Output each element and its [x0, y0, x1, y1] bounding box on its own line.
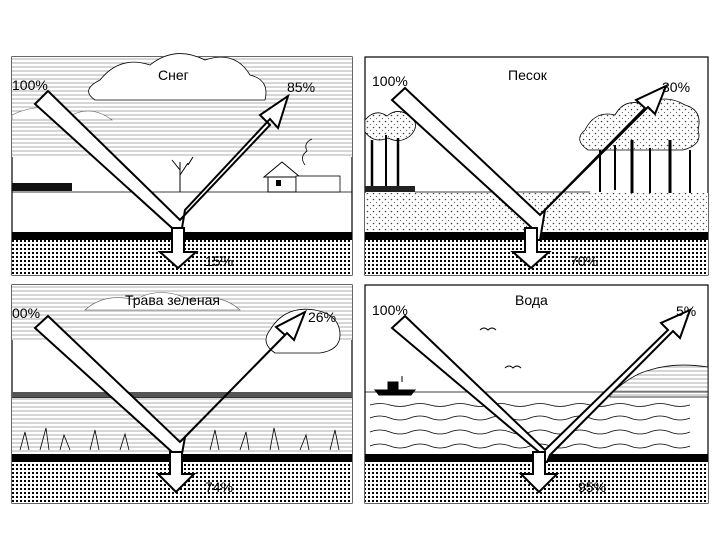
- panel-water: Вода 100% 5% 95%: [365, 285, 708, 503]
- incoming-percent: 100%: [372, 73, 408, 89]
- incoming-percent: 100%: [372, 302, 408, 318]
- reflected-percent: 5%: [676, 303, 696, 319]
- panel-grass: Трава зеленая 00% 26% 74%: [12, 285, 352, 503]
- incoming-percent: 100%: [12, 77, 48, 93]
- panel-title: Трава зеленая: [125, 292, 220, 308]
- panel-title: Песок: [508, 67, 548, 83]
- panel-title: Вода: [515, 292, 548, 308]
- reflected-percent: 85%: [287, 79, 315, 95]
- reflected-percent: 30%: [662, 79, 690, 95]
- distant-treeline: [12, 392, 352, 398]
- absorbed-percent: 95%: [578, 479, 606, 495]
- incoming-percent: 00%: [12, 305, 40, 321]
- reflected-percent: 26%: [308, 309, 336, 325]
- distant-forest: [12, 183, 72, 191]
- panel-sand: Песок 100% 30% 70%: [365, 57, 708, 275]
- absorbed-percent: 74%: [205, 479, 233, 495]
- panel-snow: Снег 100% 85% 15%: [12, 54, 352, 275]
- panel-title: Снег: [158, 67, 189, 83]
- absorbed-percent: 70%: [570, 253, 598, 269]
- absorbed-percent: 15%: [205, 253, 233, 269]
